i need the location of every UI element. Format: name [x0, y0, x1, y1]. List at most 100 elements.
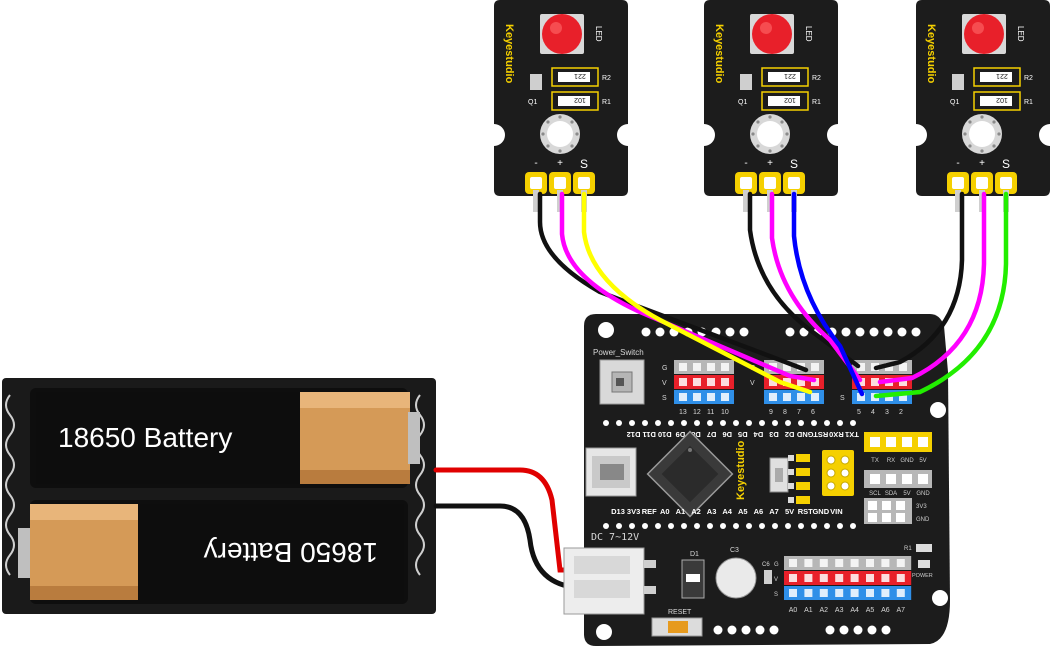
- wire-m2-blue: [791, 191, 865, 397]
- r1-board-label: R1: [904, 546, 912, 552]
- dc-connector-icon: [563, 547, 656, 615]
- bottom-header-holes: [603, 523, 856, 529]
- module-pin-s: S: [790, 157, 798, 171]
- top-pin-d8: D8: [691, 430, 701, 439]
- uart-header: [864, 432, 932, 452]
- top-pin-d6: D6: [722, 430, 732, 439]
- digital-pin-num-r-1: 4: [871, 409, 875, 416]
- module-pin-minus: -: [534, 158, 537, 169]
- module-r2-value: 221: [574, 72, 586, 79]
- module-r2-value: 221: [996, 72, 1008, 79]
- digital-pin-num-l-2: 11: [707, 409, 714, 416]
- bottom-pin-a0: A0: [660, 507, 670, 516]
- analog-gvs-v: V: [774, 577, 778, 583]
- bottom-pin-a1: A1: [676, 507, 686, 516]
- module-r1-label: R1: [1024, 99, 1033, 106]
- module-brand: Keyestudio: [503, 24, 515, 84]
- top-pin-d11: D11: [643, 430, 656, 439]
- c3-label: C3: [730, 547, 739, 554]
- side-label-3v3: 3V3: [916, 504, 927, 510]
- top-pin-d4: D4: [753, 430, 763, 439]
- module-r2-label: R2: [1024, 75, 1033, 82]
- i2c-header: [864, 470, 932, 488]
- module-brand: Keyestudio: [713, 24, 725, 84]
- digital-pin-num-r-3: 2: [899, 409, 903, 416]
- d1-label: D1: [690, 551, 699, 558]
- module-q1-label: Q1: [950, 99, 959, 106]
- wire-m3-magenta: [877, 191, 987, 385]
- module-pin-minus: -: [956, 158, 959, 169]
- analog-pin-a0: A0: [789, 607, 798, 614]
- digital-pin-num-m-2: 7: [797, 409, 801, 416]
- signal-wires: [537, 191, 1009, 399]
- gvs-label-v2: V: [750, 380, 755, 387]
- bottom-pin-gnd: GND: [812, 507, 829, 516]
- analog-pin-a4: A4: [850, 607, 859, 614]
- battery-wire-black: [433, 503, 583, 591]
- module-led-label: LED: [804, 26, 813, 42]
- gvs-label-s: S: [662, 395, 667, 402]
- module-pin-minus: -: [744, 158, 747, 169]
- uart-pin-gnd: GND: [900, 458, 914, 464]
- bottom-pin-a5: A5: [738, 507, 748, 516]
- module-r2-label: R2: [602, 75, 611, 82]
- bottom-pin-a3: A3: [707, 507, 717, 516]
- analog-pin-a1: A1: [804, 607, 813, 614]
- module-r2-label: R2: [812, 75, 821, 82]
- module-led-label: LED: [594, 26, 603, 42]
- power-switch[interactable]: [599, 359, 645, 405]
- top-pin-d2: D2: [785, 430, 795, 439]
- i2c-pin-gnd: GND: [916, 491, 930, 497]
- analog-gvs-g: G: [774, 562, 779, 568]
- top-pin-d7: D7: [707, 430, 717, 439]
- wire-m1-magenta: [559, 191, 817, 383]
- gvs-label-g: G: [662, 365, 667, 372]
- battery-cell-2-label: 18650 Battery: [204, 537, 378, 568]
- module-pin-s: S: [1002, 157, 1010, 171]
- reset-button[interactable]: [651, 617, 703, 637]
- bottom-pin-a6: A6: [754, 507, 764, 516]
- reset-label: RESET: [668, 609, 692, 616]
- led-modules: Keyestudio LED Q1 221 R2 102 R1 - + S Keyestudio LE…: [494, 0, 1050, 212]
- wire-m3-green: [873, 191, 1009, 399]
- top-pin-rx0: RX0: [829, 430, 844, 439]
- analog-pin-a7: A7: [897, 607, 906, 614]
- digital-pin-num-r-0: 5: [857, 409, 861, 416]
- digital-pin-num-r-2: 3: [885, 409, 889, 416]
- top-pin-d9: D9: [676, 430, 686, 439]
- top-pin-d5: D5: [738, 430, 748, 439]
- wire-m1-yellow: [581, 191, 813, 395]
- c6-label: C6: [762, 562, 770, 568]
- status-leds: [788, 454, 810, 504]
- uart-pin-tx: TX: [871, 458, 879, 464]
- module-q1-label: Q1: [528, 99, 537, 106]
- module-q1-label: Q1: [738, 99, 747, 106]
- analog-pin-a3: A3: [835, 607, 844, 614]
- module-pin-plus: +: [557, 158, 563, 169]
- bottom-pin-ref: REF: [642, 507, 657, 516]
- capacitor-c3: [715, 557, 757, 599]
- analog-pin-a5: A5: [866, 607, 875, 614]
- battery-cell-2: 18650 Battery: [18, 500, 408, 604]
- module-pin-plus: +: [979, 158, 985, 169]
- side-label-gnd: GND: [916, 517, 930, 523]
- bottom-row-holes: [713, 625, 891, 635]
- battery-wire-red: [433, 467, 583, 573]
- module-r1-value: 102: [574, 96, 586, 103]
- gvs-label-s2: S: [840, 395, 845, 402]
- top-pin-d3: D3: [769, 430, 779, 439]
- bottom-pin-a7: A7: [769, 507, 779, 516]
- module-r1-value: 102: [996, 96, 1008, 103]
- top-pin-d10: D10: [658, 430, 672, 439]
- module-pin-plus: +: [767, 158, 773, 169]
- analog-pin-a2: A2: [820, 607, 829, 614]
